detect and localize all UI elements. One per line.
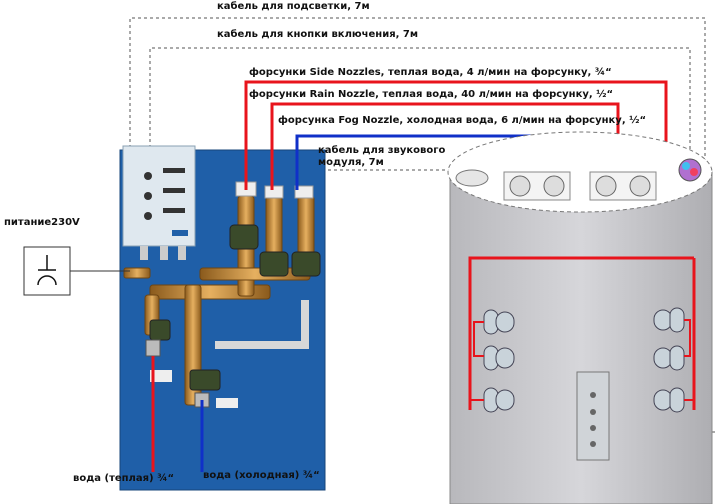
label-fog-nozzle: форсунка Fog Nozzle, холодная вода, 6 л/… bbox=[278, 115, 647, 126]
control-knob-icon bbox=[144, 212, 152, 220]
cabin-ceiling bbox=[447, 131, 713, 213]
label-water-cold: вода (холодная) ¾“ bbox=[203, 470, 320, 481]
control-knob-icon bbox=[144, 172, 152, 180]
label-cable-button: кабель для кнопки включения, 7м bbox=[217, 29, 419, 40]
label-cable-lighting: кабель для подсветки, 7м bbox=[217, 1, 370, 12]
power-supply-box bbox=[23, 246, 71, 296]
label-water-warm: вода (теплая) ¾“ bbox=[73, 473, 175, 484]
label-sound-cable-line1: кабель для звукового bbox=[318, 145, 446, 156]
label-sound-cable-line2: модуля, 7м bbox=[318, 157, 384, 168]
label-side-nozzles: форсунки Side Nozzles, теплая вода, 4 л/… bbox=[249, 67, 612, 78]
side-nozzles-right bbox=[653, 307, 685, 413]
cold-pipe bbox=[215, 300, 309, 349]
cable-button-route bbox=[149, 47, 691, 165]
control-box bbox=[122, 145, 196, 247]
power-plug-icon bbox=[37, 255, 57, 286]
cable-lighting-route bbox=[129, 17, 706, 170]
solenoid-valves bbox=[149, 224, 321, 391]
label-rain-nozzle: форсунки Rain Nozzle, теплая вода, 40 л/… bbox=[249, 89, 614, 100]
label-power: питание230V bbox=[4, 217, 80, 228]
ceiling-nozzles bbox=[455, 158, 702, 201]
side-nozzles-left bbox=[483, 309, 515, 413]
control-knob-icon bbox=[144, 192, 152, 200]
